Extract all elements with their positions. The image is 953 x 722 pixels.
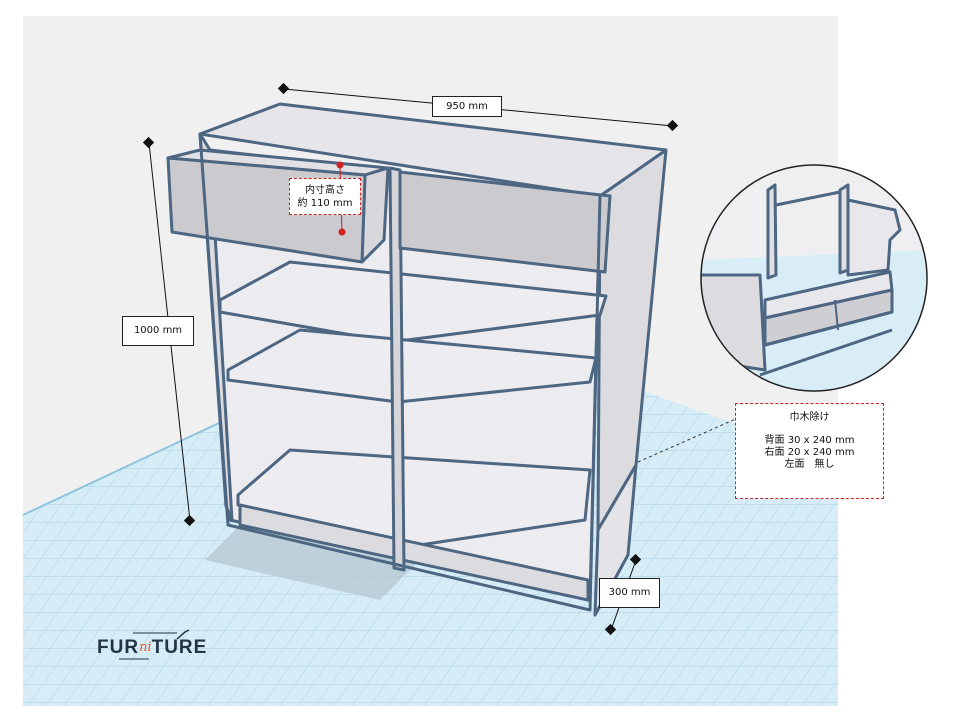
baseboard-cutout	[593, 463, 638, 617]
depth-dimension-label: 300 mm	[599, 578, 660, 608]
kick-board	[238, 503, 590, 602]
logo-text-left: FUR	[97, 637, 140, 658]
height-dimension-label: 1000 mm	[122, 316, 194, 346]
baseboard-note: 巾木除け 背面 30 x 240 mm 右面 20 x 240 mm 左面 無し	[735, 403, 884, 499]
cabinet-shadow	[205, 525, 420, 600]
shelf-2	[226, 328, 598, 404]
center-divider	[388, 166, 406, 572]
baseboard-note-back: 背面 30 x 240 mm	[764, 435, 855, 446]
front-frame	[198, 133, 602, 612]
logo-decoration	[119, 629, 190, 660]
width-dimension-label: 950 mm	[432, 96, 502, 117]
logo-text-right: TURE	[151, 637, 208, 658]
furniture-logo: FURniTURE	[97, 629, 237, 665]
baseboard-note-left: 左面 無し	[784, 459, 835, 470]
baseboard-note-title: 巾木除け	[789, 412, 830, 423]
note-leader-line	[637, 417, 739, 463]
inner-height-label: 内寸高さ 約 110 mm	[289, 178, 361, 215]
cabinet	[166, 102, 668, 617]
top-panel	[198, 102, 668, 198]
baseboard-note-right: 右面 20 x 240 mm	[764, 447, 855, 458]
logo-text-middle: ni	[139, 640, 152, 655]
inner-height-value: 約 110 mm	[297, 197, 353, 209]
logo-text: FURniTURE	[97, 637, 207, 659]
shelf-1	[218, 260, 608, 344]
drawer-right	[398, 170, 612, 274]
inner-height-title: 内寸高さ	[305, 184, 345, 196]
